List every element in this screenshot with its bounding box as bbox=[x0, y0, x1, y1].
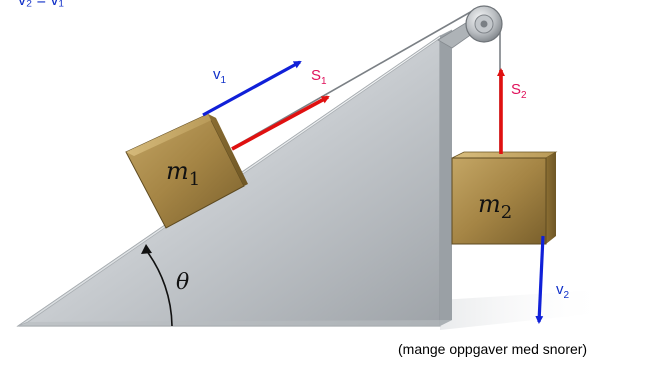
velocity-arrow-v2 bbox=[535, 235, 545, 324]
block-m1 bbox=[125, 113, 248, 229]
tension-arrow-s1 bbox=[231, 95, 330, 151]
label-v1: v1 bbox=[213, 66, 227, 86]
velocity-arrow-v1 bbox=[202, 60, 302, 117]
label-v2: v2 bbox=[556, 281, 570, 301]
label-theta: θ bbox=[176, 270, 189, 295]
floor-shadow bbox=[440, 290, 610, 330]
label-s1: S1 bbox=[311, 67, 327, 87]
label-s2: S2 bbox=[511, 81, 527, 101]
pulley bbox=[465, 5, 503, 43]
caption: (mange oppgaver med snorer) bbox=[398, 341, 588, 357]
string-incline bbox=[231, 9, 475, 149]
label-m2: m2 bbox=[478, 190, 512, 223]
label-m1: m1 bbox=[166, 157, 200, 190]
block-m2 bbox=[451, 151, 558, 245]
angle-arc-arrowhead bbox=[141, 244, 152, 254]
top-equation-fragment: v₂ = v₁ bbox=[18, 0, 64, 9]
angle-arc bbox=[145, 249, 173, 327]
